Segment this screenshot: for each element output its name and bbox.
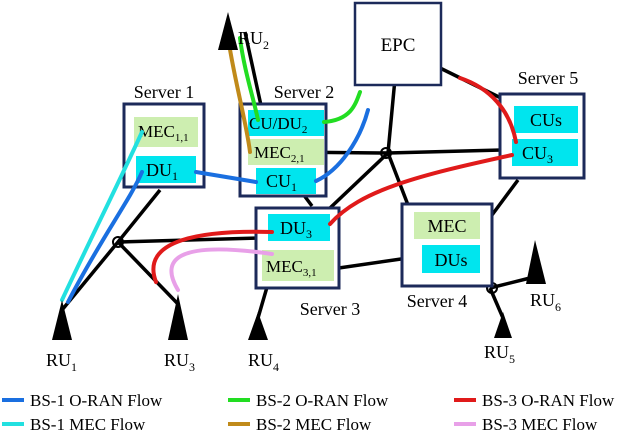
ru-5-antenna-icon xyxy=(494,312,512,338)
server-3-label: Server 3 xyxy=(300,299,360,319)
bs3-mec-flow xyxy=(169,247,274,292)
bs3-oran-flow-c xyxy=(458,76,518,144)
legend: BS-1 O-RAN Flow BS-2 O-RAN Flow BS-3 O-RAN… xyxy=(2,391,615,434)
bs3-oran-flow-b xyxy=(328,153,514,226)
ru-1-label: RU1 xyxy=(46,350,77,374)
mec-4-label: MEC xyxy=(427,216,466,236)
cu-1-label: CU1 xyxy=(266,171,297,194)
epc-label: EPC xyxy=(381,35,416,56)
switch-node-1 xyxy=(112,236,124,248)
server-1-label: Server 1 xyxy=(134,82,194,102)
dus-label: DUs xyxy=(434,250,467,270)
du-1-label: DU1 xyxy=(146,160,178,183)
ru-6-label: RU6 xyxy=(530,290,561,314)
radio-units xyxy=(52,12,546,340)
legend-label-2: BS-2 O-RAN Flow xyxy=(256,391,389,410)
dus-block xyxy=(422,245,480,273)
mec-1-1-label: MEC1,1 xyxy=(138,122,189,144)
legend-label-1: BS-1 O-RAN Flow xyxy=(30,391,163,410)
cu-3-block xyxy=(512,139,578,166)
cus-label: CUs xyxy=(530,110,562,130)
bs1-oran-flow-b xyxy=(194,170,258,184)
legend-label-5: BS-2 MEC Flow xyxy=(256,415,372,434)
du-3-block xyxy=(268,214,330,241)
cu-3-label: CU3 xyxy=(522,143,553,166)
server-2-label: Server 2 xyxy=(274,82,334,102)
flow-paths xyxy=(60,34,518,304)
ru-1-antenna-icon xyxy=(52,300,72,340)
cu-du-2-label: CU/DU2 xyxy=(249,114,307,136)
mec-4-block xyxy=(414,212,480,239)
legend-label-3: BS-3 O-RAN Flow xyxy=(482,391,615,410)
ru-3-label: RU3 xyxy=(164,350,195,374)
bs1-oran-flow-c xyxy=(314,108,370,183)
ru-4-label: RU4 xyxy=(248,350,279,374)
bs2-oran-flow-b xyxy=(322,90,362,124)
mec-2-1-label: MEC2,1 xyxy=(254,143,305,165)
mec-2-1-block xyxy=(248,139,324,165)
server-5-label: Server 5 xyxy=(518,68,578,88)
ru-5-label: RU5 xyxy=(484,342,515,366)
switch-node-2 xyxy=(380,147,392,159)
bs1-mec-flow xyxy=(60,130,144,302)
du-3-label: DU3 xyxy=(280,218,312,241)
mec-1-1-block xyxy=(134,117,198,147)
ru-3-antenna-icon xyxy=(168,294,188,340)
du-1-block xyxy=(136,156,196,183)
ru-2-antenna-icon xyxy=(218,12,238,50)
ru-6-antenna-icon xyxy=(526,240,546,284)
bs1-oran-flow-a xyxy=(66,170,144,304)
cus-block xyxy=(514,106,578,133)
ru-4-antenna-icon xyxy=(248,312,268,340)
legend-label-4: BS-1 MEC Flow xyxy=(30,415,146,434)
bs2-oran-flow-a xyxy=(238,36,260,122)
legend-label-6: BS-3 MEC Flow xyxy=(482,415,598,434)
cu-du-2-block xyxy=(248,110,324,136)
mec-3-1-block xyxy=(262,250,334,281)
cu-1-block xyxy=(256,168,316,194)
ru-2-label: RU2 xyxy=(238,28,269,52)
server-4-label: Server 4 xyxy=(407,291,467,311)
mec-3-1-label: MEC3,1 xyxy=(266,257,317,279)
bs3-oran-flow-a xyxy=(151,229,274,284)
epc-box xyxy=(353,1,443,87)
